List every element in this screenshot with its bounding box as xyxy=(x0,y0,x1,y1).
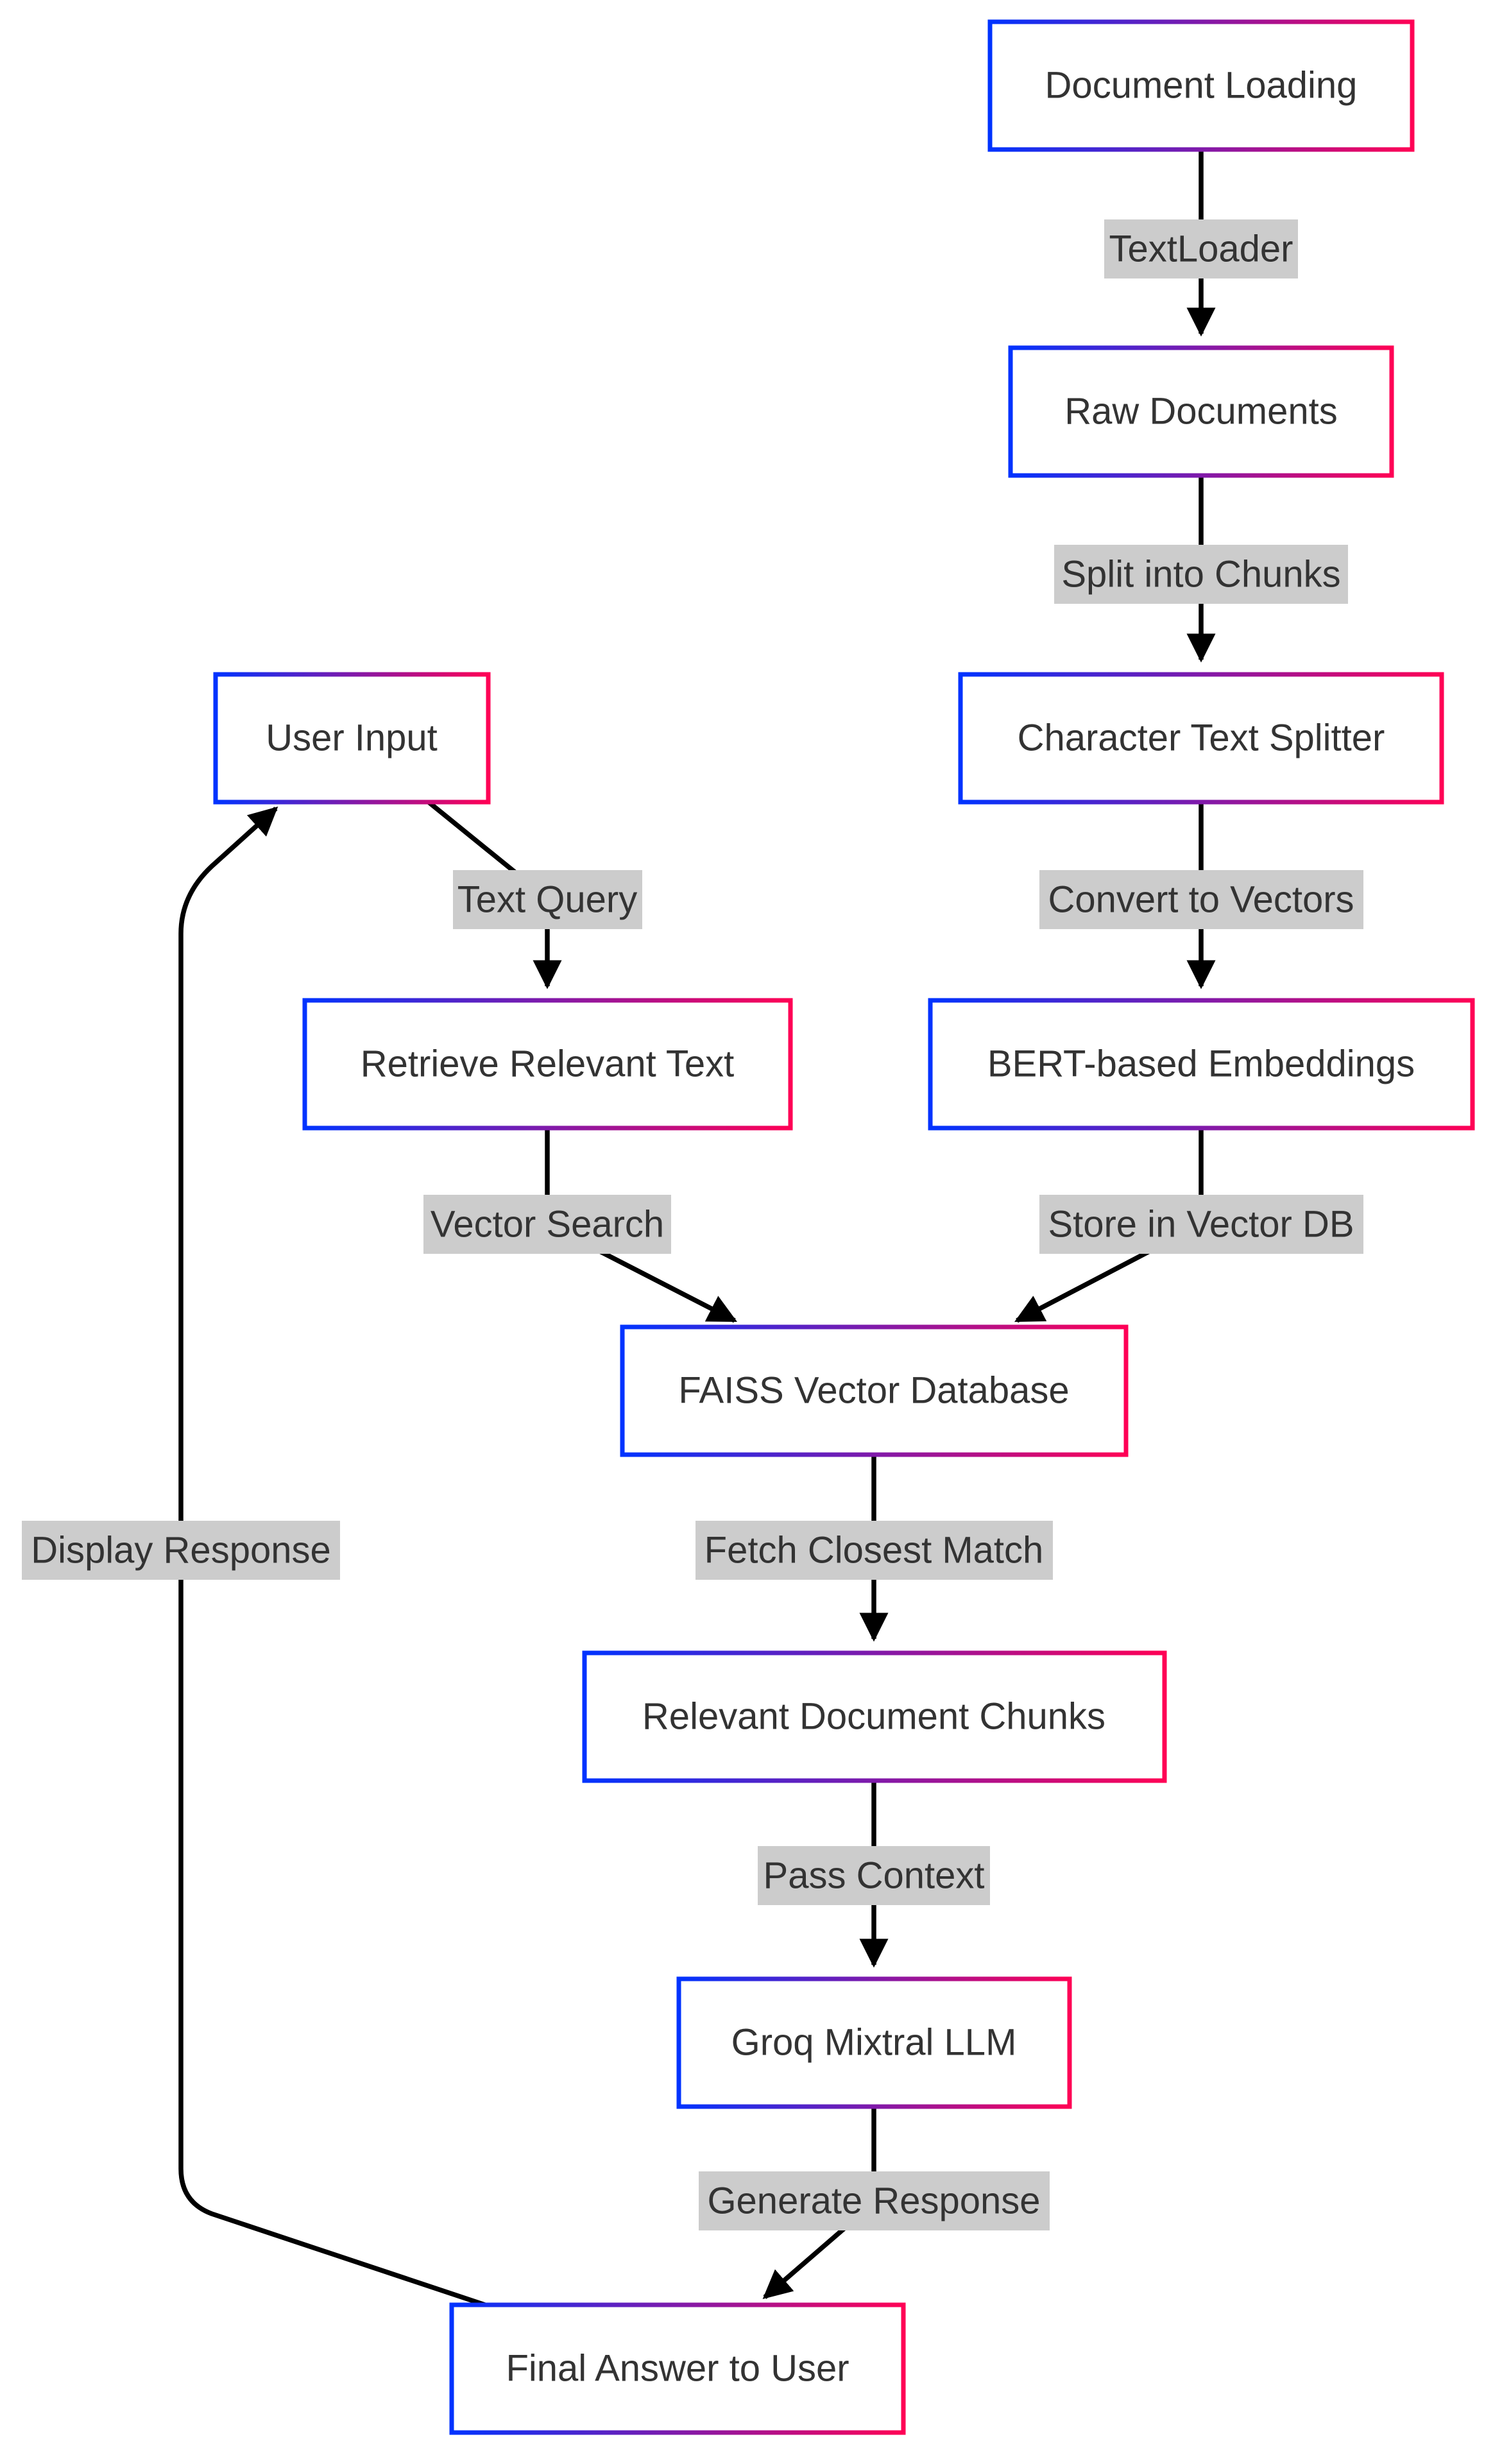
node-user-input[interactable]: User Input xyxy=(213,672,491,805)
node-box xyxy=(1008,345,1394,478)
edge-label-bg xyxy=(1104,219,1298,278)
edge-label-generate-response: Generate Response xyxy=(699,2171,1050,2230)
edge-label-text: Text Query xyxy=(457,879,637,921)
node-box xyxy=(449,2302,906,2435)
edge-label-bg xyxy=(1039,1195,1363,1254)
node-box xyxy=(213,672,491,805)
edge-label-bg xyxy=(22,1521,340,1580)
node-raw-documents[interactable]: Raw Documents xyxy=(1008,345,1394,478)
edge-label-text-query: Text Query xyxy=(453,870,642,929)
node-box xyxy=(958,672,1444,805)
edge-label-pass-context: Pass Context xyxy=(758,1846,990,1905)
node-label: User Input xyxy=(266,717,438,759)
node-final-answer-to-user[interactable]: Final Answer to User xyxy=(449,2302,906,2435)
edge-label-text: Convert to Vectors xyxy=(1048,879,1354,921)
node-label: Relevant Document Chunks xyxy=(642,1696,1105,1738)
edge-label-bg xyxy=(696,1521,1053,1580)
node-relevant-document-chunks[interactable]: Relevant Document Chunks xyxy=(582,1650,1167,1783)
node-label: Document Loading xyxy=(1045,65,1358,107)
node-label: Character Text Splitter xyxy=(1018,717,1385,759)
node-groq-mixtral-llm[interactable]: Groq Mixtral LLM xyxy=(676,1976,1072,2109)
edge-label-bg xyxy=(758,1846,990,1905)
edge-label-store-in-vector-db: Store in Vector DB xyxy=(1039,1195,1363,1254)
node-character-text-splitter[interactable]: Character Text Splitter xyxy=(958,672,1444,805)
node-label: Final Answer to User xyxy=(506,2348,849,2390)
node-box xyxy=(582,1650,1167,1783)
edge-label-split-into-chunks: Split into Chunks xyxy=(1054,545,1348,604)
edge-label-text: Pass Context xyxy=(764,1855,985,1897)
node-label: FAISS Vector Database xyxy=(678,1370,1069,1412)
edge-labels: TextLoader Split into Chunks Convert to … xyxy=(22,219,1363,2230)
edge-label-display-response: Display Response xyxy=(22,1521,340,1580)
edge-label-textloader: TextLoader xyxy=(1104,219,1298,278)
edge-label-vector-search: Vector Search xyxy=(423,1195,671,1254)
node-box xyxy=(987,19,1415,152)
edge-label-bg xyxy=(423,1195,671,1254)
node-retrieve-relevant-text[interactable]: Retrieve Relevant Text xyxy=(302,998,793,1131)
node-box xyxy=(928,998,1475,1131)
edge-label-bg xyxy=(699,2171,1050,2230)
edge-label-bg xyxy=(453,870,642,929)
edge-label-text: Vector Search xyxy=(431,1204,664,1245)
edge-label-text: Generate Response xyxy=(707,2180,1040,2222)
node-label: Raw Documents xyxy=(1064,391,1337,432)
node-box xyxy=(676,1976,1072,2109)
edge-final-answer-to-user-input xyxy=(178,806,486,2307)
node-box xyxy=(620,1324,1129,1457)
edge-label-text: TextLoader xyxy=(1109,228,1293,270)
edge-label-bg xyxy=(1039,870,1363,929)
node-label: BERT-based Embeddings xyxy=(987,1043,1415,1085)
edge-label-fetch-closest-match: Fetch Closest Match xyxy=(696,1521,1053,1580)
node-faiss-vector-database[interactable]: FAISS Vector Database xyxy=(620,1324,1129,1457)
node-label: Groq Mixtral LLM xyxy=(731,2022,1017,2064)
edge-label-text: Split into Chunks xyxy=(1061,554,1340,595)
node-bert-embeddings[interactable]: BERT-based Embeddings xyxy=(928,998,1475,1131)
node-box xyxy=(302,998,793,1131)
edge-label-bg xyxy=(1054,545,1348,604)
edge-label-text: Fetch Closest Match xyxy=(704,1530,1044,1571)
edge-label-text: Store in Vector DB xyxy=(1048,1204,1354,1245)
node-label: Retrieve Relevant Text xyxy=(361,1043,734,1085)
edge-label-convert-to-vectors: Convert to Vectors xyxy=(1039,870,1363,929)
node-document-loading[interactable]: Document Loading xyxy=(987,19,1415,152)
edge-label-text: Display Response xyxy=(31,1530,330,1571)
nodes: Document Loading Raw Documents Character… xyxy=(213,19,1475,2435)
